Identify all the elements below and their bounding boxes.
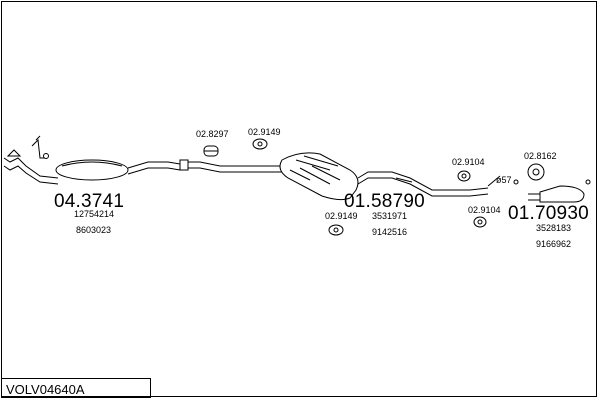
clamp-2-symbol xyxy=(527,163,545,181)
front-pipe xyxy=(3,157,59,179)
part-number-2: 01.58790 xyxy=(344,191,425,212)
rear-silencer xyxy=(539,185,585,203)
clamp-1-symbol xyxy=(203,145,219,157)
hanger-1-label: 02.9149 xyxy=(248,127,281,137)
ref-2b: 9142516 xyxy=(372,227,408,237)
ref-1a: 12754214 xyxy=(74,209,115,219)
hanger-4-label: 02.9104 xyxy=(468,205,501,215)
ref-1b: 8603023 xyxy=(76,225,112,235)
clamp-2-label: 02.8162 xyxy=(524,151,557,161)
ref-3b: 9166962 xyxy=(536,239,572,249)
center-silencer xyxy=(279,152,359,201)
part-number-3: 01.70930 xyxy=(508,203,589,224)
diagram-code: VOLV04640A xyxy=(6,382,85,397)
hanger-2-label: 02.9149 xyxy=(325,211,358,221)
clamp-1-label: 02.8297 xyxy=(196,129,229,139)
hanger-3-symbol xyxy=(457,170,471,182)
part-number-1: 04.3741 xyxy=(54,191,125,212)
hanger-1-symbol xyxy=(252,138,268,150)
ref-3a: 3528183 xyxy=(536,223,572,233)
ref-2a: 3531971 xyxy=(372,211,408,221)
hanger-2-symbol xyxy=(328,224,344,236)
hanger-3-label: 02.9104 xyxy=(452,157,485,167)
hanger-4-symbol xyxy=(473,216,487,228)
catalytic-converter xyxy=(55,159,129,181)
title-box: VOLV04640A xyxy=(1,378,151,398)
pipe-size-label: ø57 xyxy=(496,175,512,185)
